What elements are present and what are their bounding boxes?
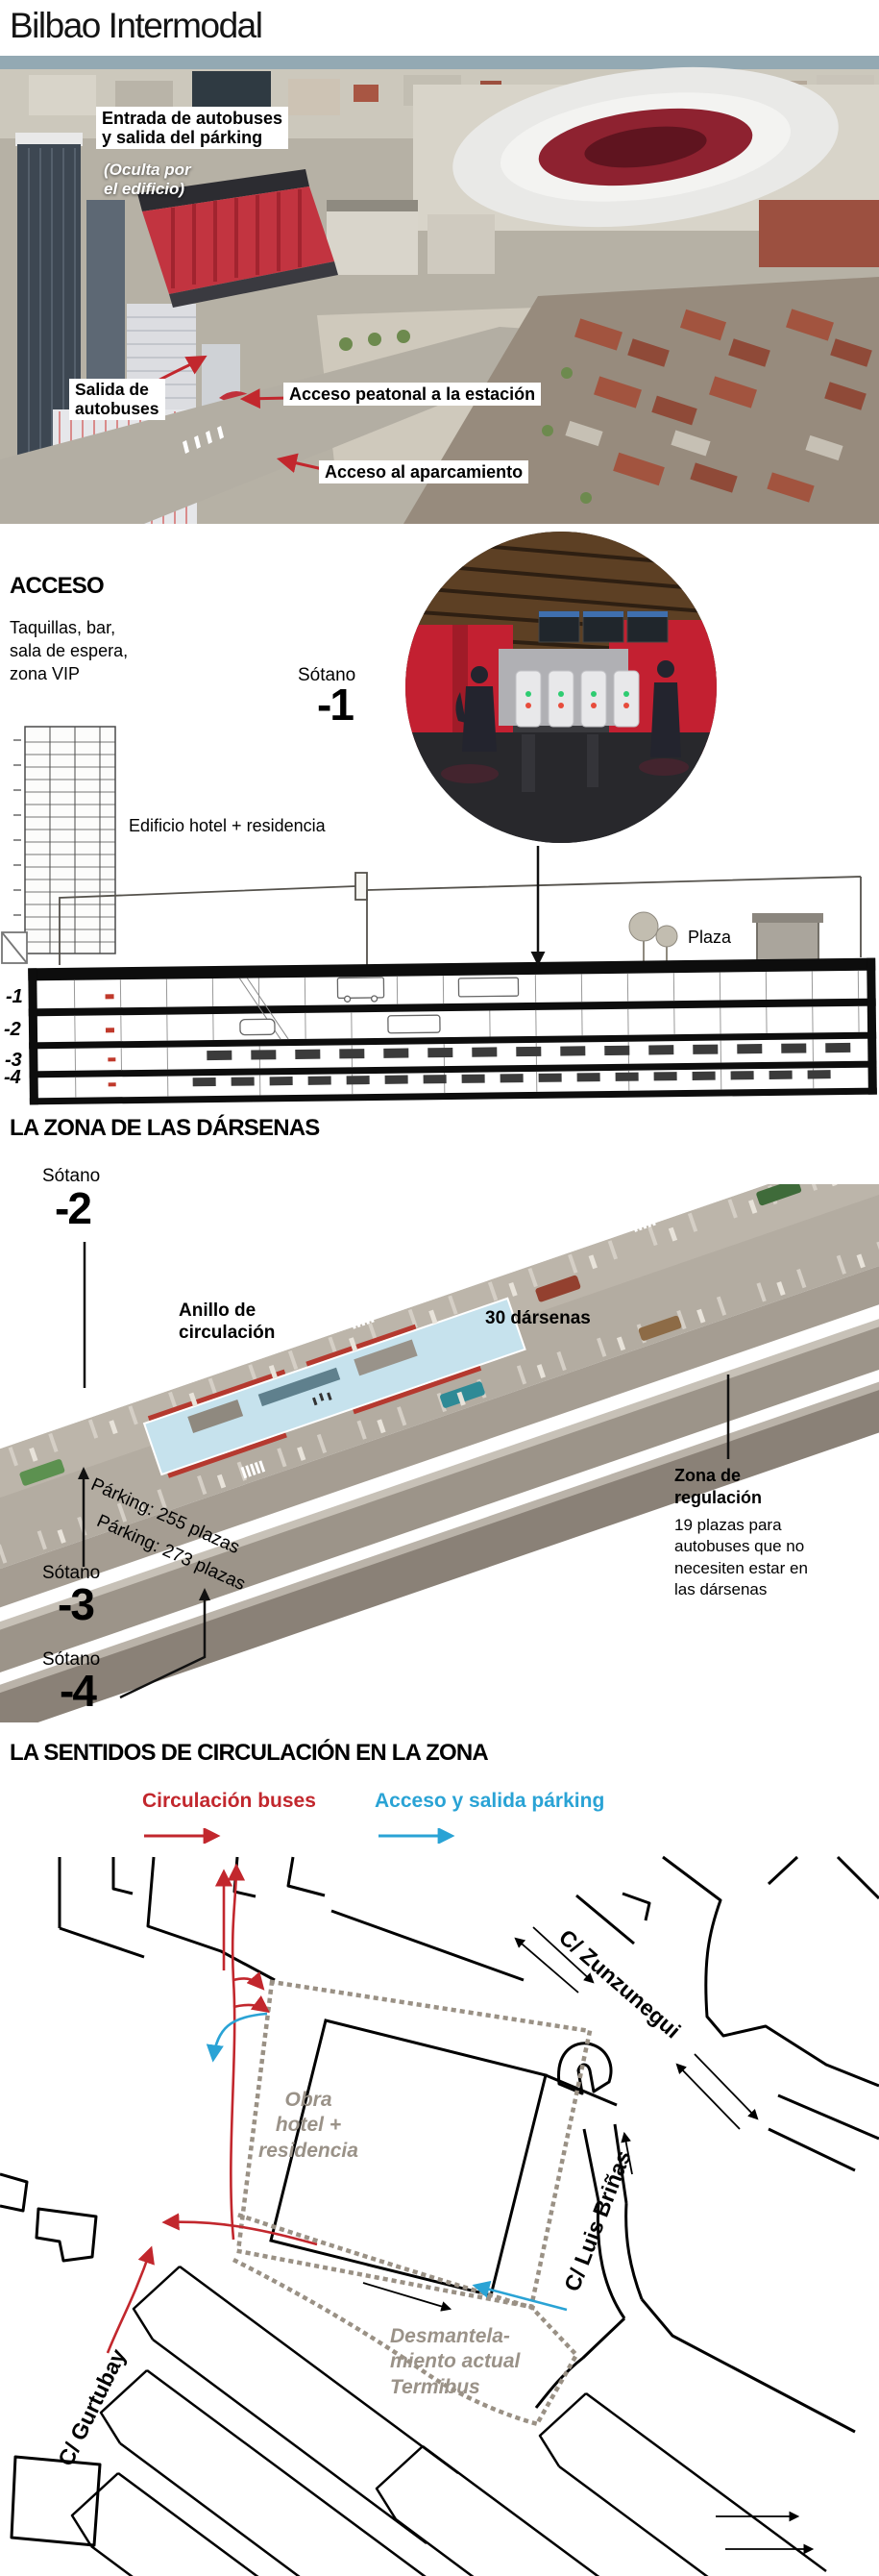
label-oculta: (Oculta por el edificio) xyxy=(104,161,191,198)
level-number-3: -3 xyxy=(58,1579,95,1629)
section-heading-darsenas: LA ZONA DE LAS DÁRSENAS xyxy=(10,1115,320,1141)
section-heading-acceso: ACCESO xyxy=(10,573,105,599)
station-roof-drawing xyxy=(1,872,862,965)
label-acceso-peatonal: Acceso peatonal a la estación xyxy=(283,383,542,407)
street xyxy=(0,327,615,524)
label-sotano-2: Sótano xyxy=(42,1166,101,1186)
hotel-tower-drawing xyxy=(13,726,116,954)
turnstiles xyxy=(515,670,640,728)
bus-flow-arrows xyxy=(106,1863,318,2354)
label-desmantelamiento: Desmantela- miento actual Termibus xyxy=(390,2325,521,2398)
center-buildings xyxy=(327,200,495,275)
label-plaza: Plaza xyxy=(688,928,732,947)
level-number-2: -2 xyxy=(55,1183,92,1233)
building-slab-rows xyxy=(70,2265,827,2576)
label-zona-regulacion-text: 19 plazas para autobuses que no necesite… xyxy=(674,1516,808,1599)
floor-number-4: -4 xyxy=(4,1067,21,1088)
crosswalk xyxy=(183,426,224,454)
page-title: Bilbao Intermodal xyxy=(10,6,263,45)
building-outlines xyxy=(0,1855,879,2547)
label-sotano-4: Sótano xyxy=(42,1649,101,1670)
columns xyxy=(0,1184,879,1572)
legend-red-arrow xyxy=(144,1828,221,1844)
label-anillo: Anillo de circulación xyxy=(179,1300,276,1344)
section-drawing xyxy=(1,726,877,1105)
legend-acceso-parking: Acceso y salida párking xyxy=(375,1790,605,1812)
dotted-boundaries xyxy=(232,1979,593,2427)
label-30-darsenas: 30 dársenas xyxy=(485,1308,591,1328)
street-direction-arrows xyxy=(362,1926,815,2555)
label-sotano-1: Sótano xyxy=(298,665,356,685)
legend-blue-arrow xyxy=(378,1828,455,1844)
people-silhouettes xyxy=(455,660,681,757)
label-zona-regulacion-title: Zona de regulación xyxy=(674,1466,763,1507)
label-obra-hotel: Obra hotel + residencia xyxy=(258,2089,358,2162)
floor-number-3: -3 xyxy=(5,1050,22,1071)
label-servicios: Taquillas, bar, sala de espera, zona VIP xyxy=(10,618,129,683)
street-map xyxy=(0,1855,879,2576)
floor-number-1: -1 xyxy=(6,986,23,1007)
label-sotano-3: Sótano xyxy=(42,1563,101,1583)
label-salida-autobuses: Salida de autobuses xyxy=(69,379,165,421)
level-number-4: -4 xyxy=(60,1666,97,1716)
floor-number-2: -2 xyxy=(4,1019,21,1040)
legend-circulacion-buses: Circulación buses xyxy=(142,1790,316,1812)
san-mames-stadium xyxy=(452,66,839,228)
label-entrada-autobuses: Entrada de autobuses y salida del párkin… xyxy=(96,107,289,150)
isometric-diagram xyxy=(0,1184,879,1722)
underground-levels-drawing xyxy=(28,957,877,1105)
level-number-1: -1 xyxy=(317,680,354,730)
section-heading-circulacion: LA SENTIDOS DE CIRCULACIÓN EN LA ZONA xyxy=(10,1740,489,1766)
station-interior-photo xyxy=(405,532,717,843)
vehicle-sketches xyxy=(239,977,520,1036)
plaza-trees-drawing xyxy=(628,911,678,964)
departure-screens xyxy=(538,610,669,643)
stacked-levels xyxy=(0,1184,879,1722)
label-edificio-hotel: Edificio hotel + residencia xyxy=(129,816,326,835)
label-acceso-aparcamiento: Acceso al aparcamiento xyxy=(319,460,529,484)
central-island xyxy=(142,1297,526,1476)
intermodal-red-building xyxy=(137,169,338,308)
diagram-connectors xyxy=(78,1242,730,1699)
parking-flow-arrows xyxy=(206,2012,568,2312)
